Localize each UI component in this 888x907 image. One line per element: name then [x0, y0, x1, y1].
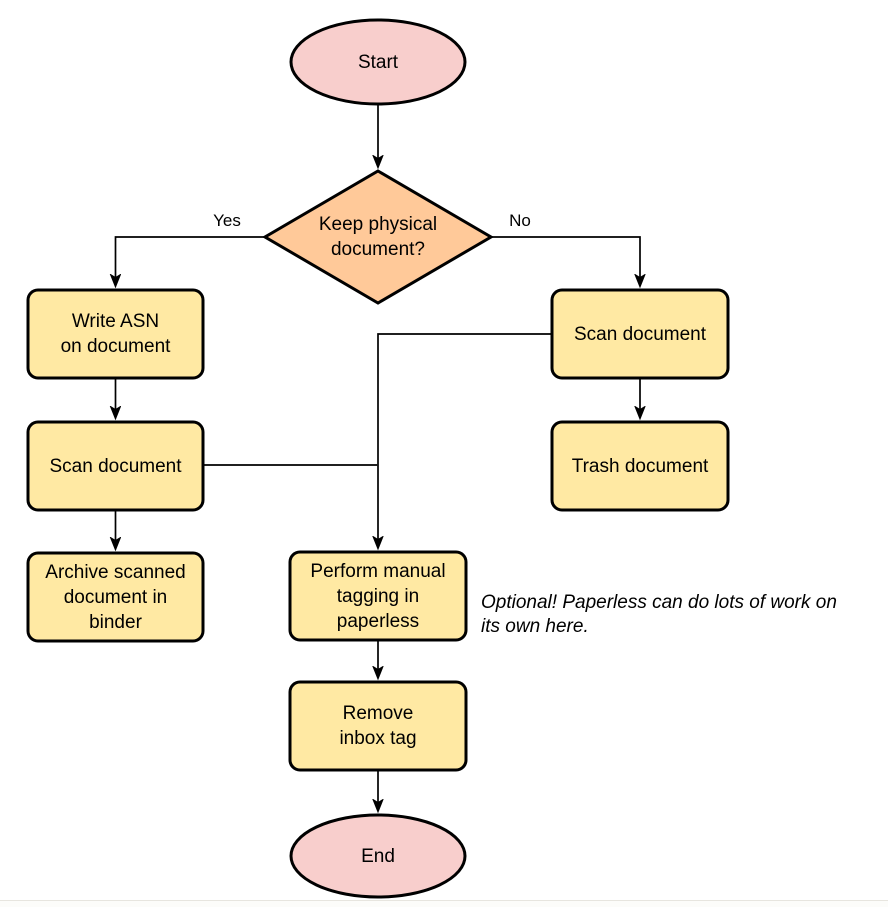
start-node-shape [289, 18, 467, 106]
remove-inbox-node-shape [288, 680, 468, 772]
edge-decision-to-scan-right [490, 236, 640, 286]
write-asn-node-shape [26, 288, 205, 380]
scan-right-node-shape [550, 288, 730, 380]
tagging-node-shape [288, 550, 468, 642]
bottom-divider [0, 900, 888, 907]
optional-note: Optional! Paperless can do lots of work … [481, 592, 837, 637]
end-node-shape [289, 813, 467, 899]
scan-left-node-shape [26, 420, 205, 512]
edge-scan-right-to-tagging [378, 333, 552, 548]
edge-decision-to-write-asn [116, 236, 266, 286]
trash-node-shape [550, 420, 730, 512]
archive-node-shape [26, 551, 205, 643]
decision-node-shape [262, 169, 494, 305]
